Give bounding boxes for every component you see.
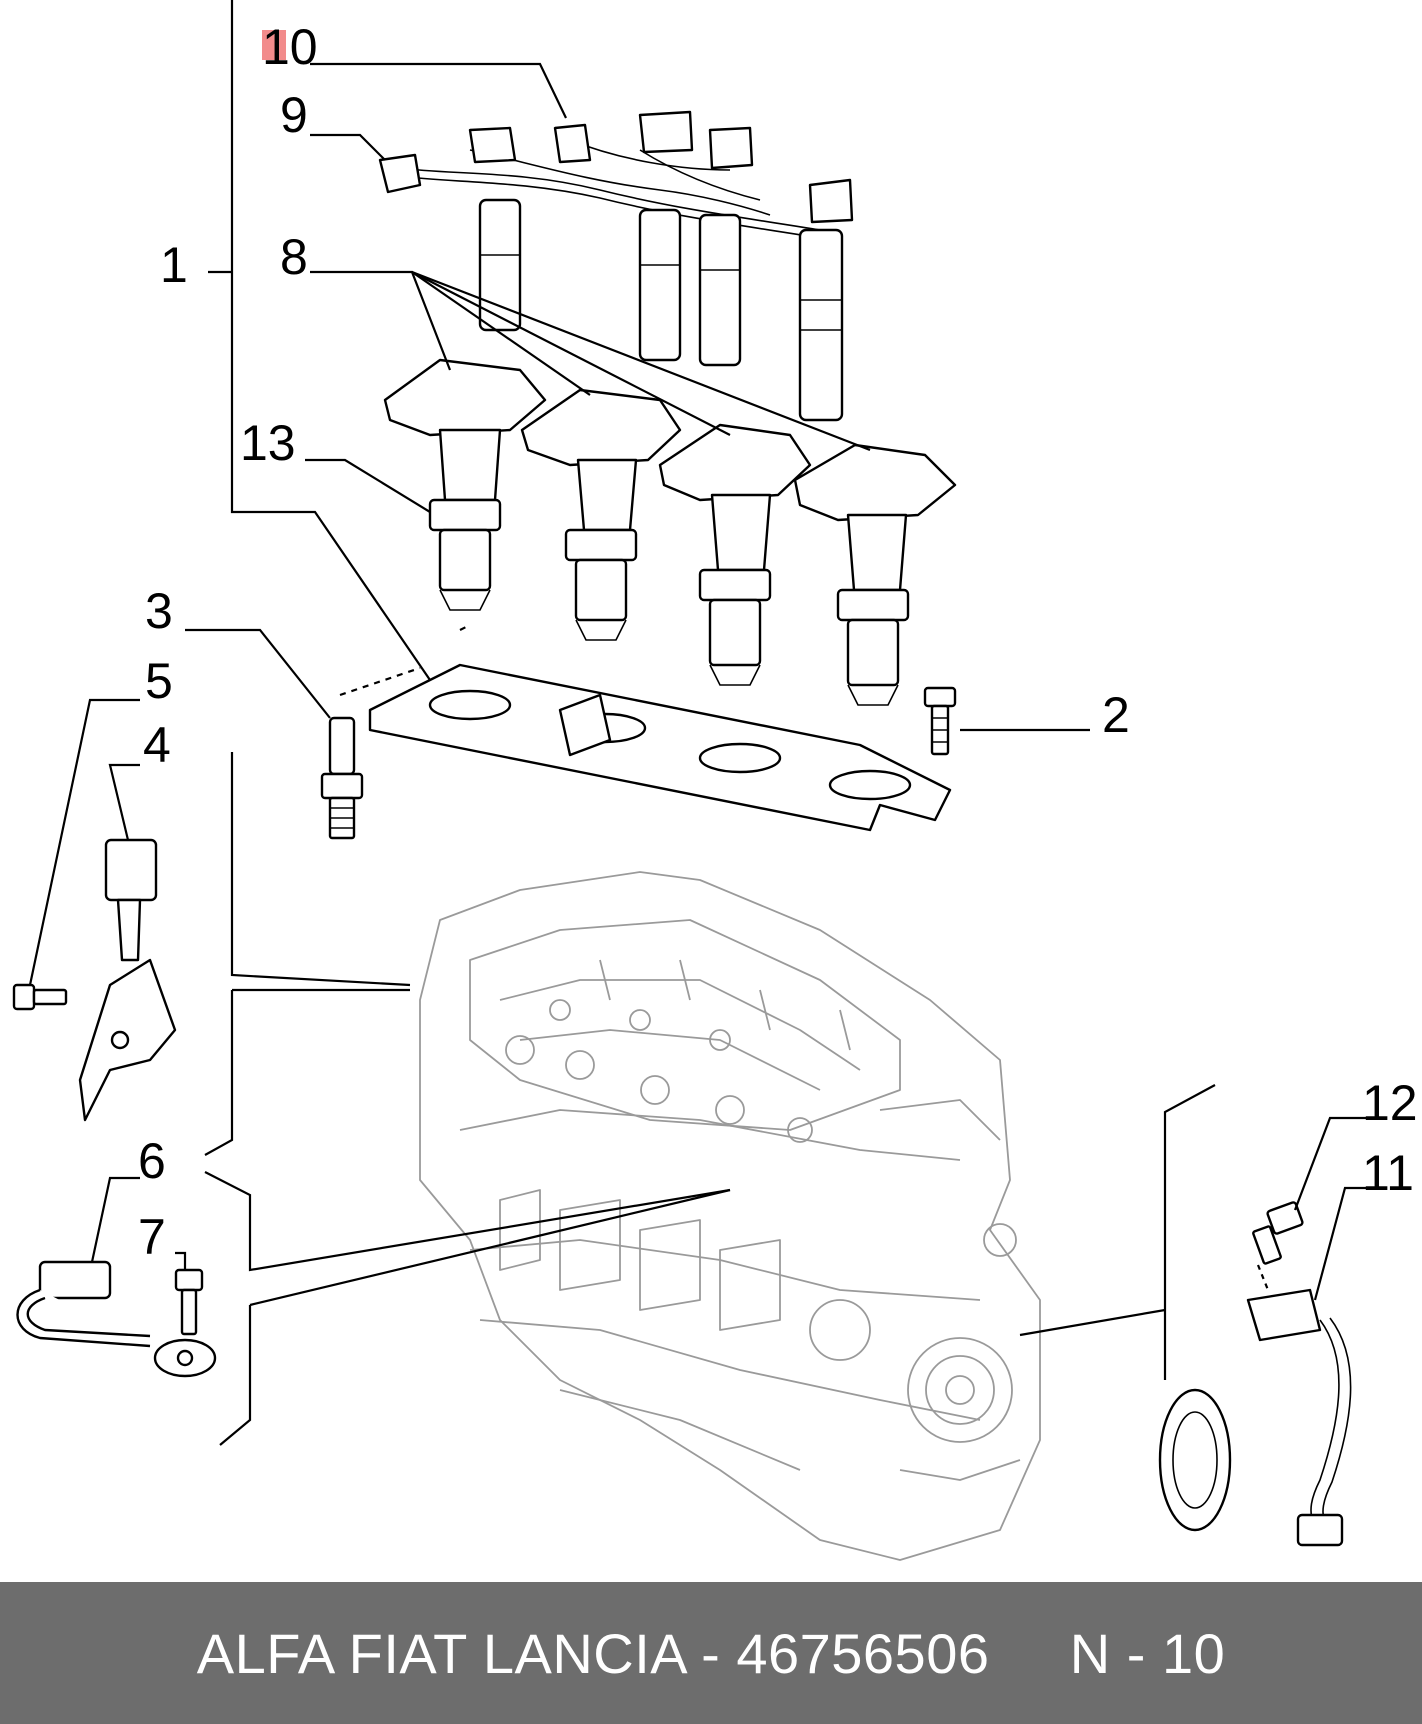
footer-text: ALFA FIAT LANCIA - 46756506 N - 10: [196, 1621, 1226, 1685]
ignition-coil-4: [793, 443, 957, 706]
callout-6: 6: [138, 1133, 166, 1189]
engine-block: [419, 871, 1041, 1561]
callout-10: 10: [262, 19, 318, 75]
callout-8: 8: [280, 229, 308, 285]
callout-2: 2: [1102, 687, 1130, 743]
camshaft-sensor: [78, 838, 177, 1122]
knock-sensor-bolt: [174, 1268, 204, 1336]
part-number-footer: ALFA FIAT LANCIA - 46756506 N - 10: [0, 1582, 1422, 1724]
ignition-coil-1: [383, 358, 547, 611]
spark-plug: [320, 716, 364, 840]
crank-sensor-bolt: [1252, 1201, 1304, 1265]
callout-10-highlight: [262, 30, 286, 60]
callout-7: 7: [138, 1209, 166, 1265]
crankshaft-sensor: [1246, 1288, 1352, 1547]
screw: [923, 686, 957, 756]
callout-13: 13: [240, 415, 296, 471]
parts-diagram: 1 2 3 4 5 6 7 8 9 10 11 12 13: [12, 0, 1418, 1561]
callout-5: 5: [145, 653, 173, 709]
callout-1: 1: [160, 237, 188, 293]
callout-12: 12: [1362, 1075, 1418, 1131]
knock-sensor: [16, 1260, 217, 1378]
cable-boots: [478, 198, 844, 422]
callout-labels: 1 2 3 4 5 6 7 8 9 10 11 12 13: [138, 19, 1418, 1265]
callout-9: 9: [280, 87, 308, 143]
sensor-bolt: [12, 983, 68, 1011]
callout-11: 11: [1362, 1145, 1414, 1201]
ignition-cable-set: [378, 110, 854, 239]
coil-mounting-plate: [368, 663, 952, 832]
ignition-coil-2: [520, 388, 682, 641]
leader-lines: [28, 0, 1368, 1446]
callout-3: 3: [145, 583, 173, 639]
ignition-coil-3: [658, 423, 812, 686]
tone-wheel: [1158, 1388, 1232, 1532]
callout-4: 4: [143, 717, 171, 773]
